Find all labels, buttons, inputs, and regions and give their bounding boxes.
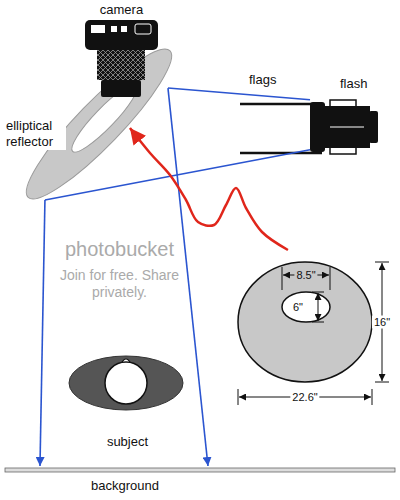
background: background	[5, 466, 395, 498]
flash: flash	[310, 76, 392, 158]
extension-line	[375, 382, 389, 383]
dimension-label: 6"	[291, 301, 305, 314]
reflector-hole	[65, 78, 143, 158]
subject: subject	[65, 350, 192, 452]
part-label: background	[75, 478, 175, 494]
extension-line	[282, 267, 283, 290]
camera-dial	[135, 24, 151, 34]
extension-line	[372, 389, 373, 405]
extension-line	[312, 292, 324, 293]
camera-lens	[97, 50, 145, 80]
reflector-outline	[238, 262, 372, 382]
camera-display	[91, 25, 105, 33]
camera-button	[111, 26, 117, 32]
part-label: camera	[83, 2, 160, 18]
dimension-label: 16"	[372, 316, 392, 329]
extension-line	[312, 322, 324, 323]
flash-detail	[330, 127, 364, 128]
extension-line	[330, 267, 331, 290]
flash-head	[310, 102, 325, 152]
background-bar	[5, 468, 395, 472]
dimension-label: 22.6"	[290, 391, 319, 404]
part-label: elliptical reflector	[6, 118, 66, 150]
flags-label: flags	[249, 72, 276, 88]
extension-line	[375, 262, 389, 263]
light-ray	[168, 88, 310, 100]
reflector-hole-outline	[282, 292, 330, 322]
camera: camera	[83, 0, 162, 100]
subject-shoulders	[69, 356, 183, 410]
elliptical-reflector: elliptical reflector	[2, 38, 178, 206]
dimension-label: 8.5"	[294, 269, 317, 282]
watermark: Join for free. Share privately.	[52, 267, 187, 301]
dimension-line	[318, 293, 319, 321]
flag	[240, 103, 322, 106]
flag	[240, 152, 322, 155]
flash-foot	[330, 100, 356, 107]
part-label: subject	[65, 434, 190, 450]
light-ray	[40, 200, 45, 466]
watermark: photobucket	[52, 237, 187, 261]
flash-back	[369, 111, 378, 143]
flash-foot	[330, 147, 356, 154]
pointer-arrow	[130, 128, 288, 250]
camera-lens-front	[101, 80, 141, 97]
camera-button	[121, 26, 127, 32]
background-shape	[5, 466, 395, 498]
flash-body	[324, 106, 370, 148]
extension-line	[238, 389, 239, 405]
part-label: flash	[340, 76, 367, 92]
camera-body	[85, 20, 158, 50]
subject-head	[105, 362, 147, 404]
reflector-dimension-drawing: 8.5" 6" 16" 22.6"	[232, 250, 398, 410]
